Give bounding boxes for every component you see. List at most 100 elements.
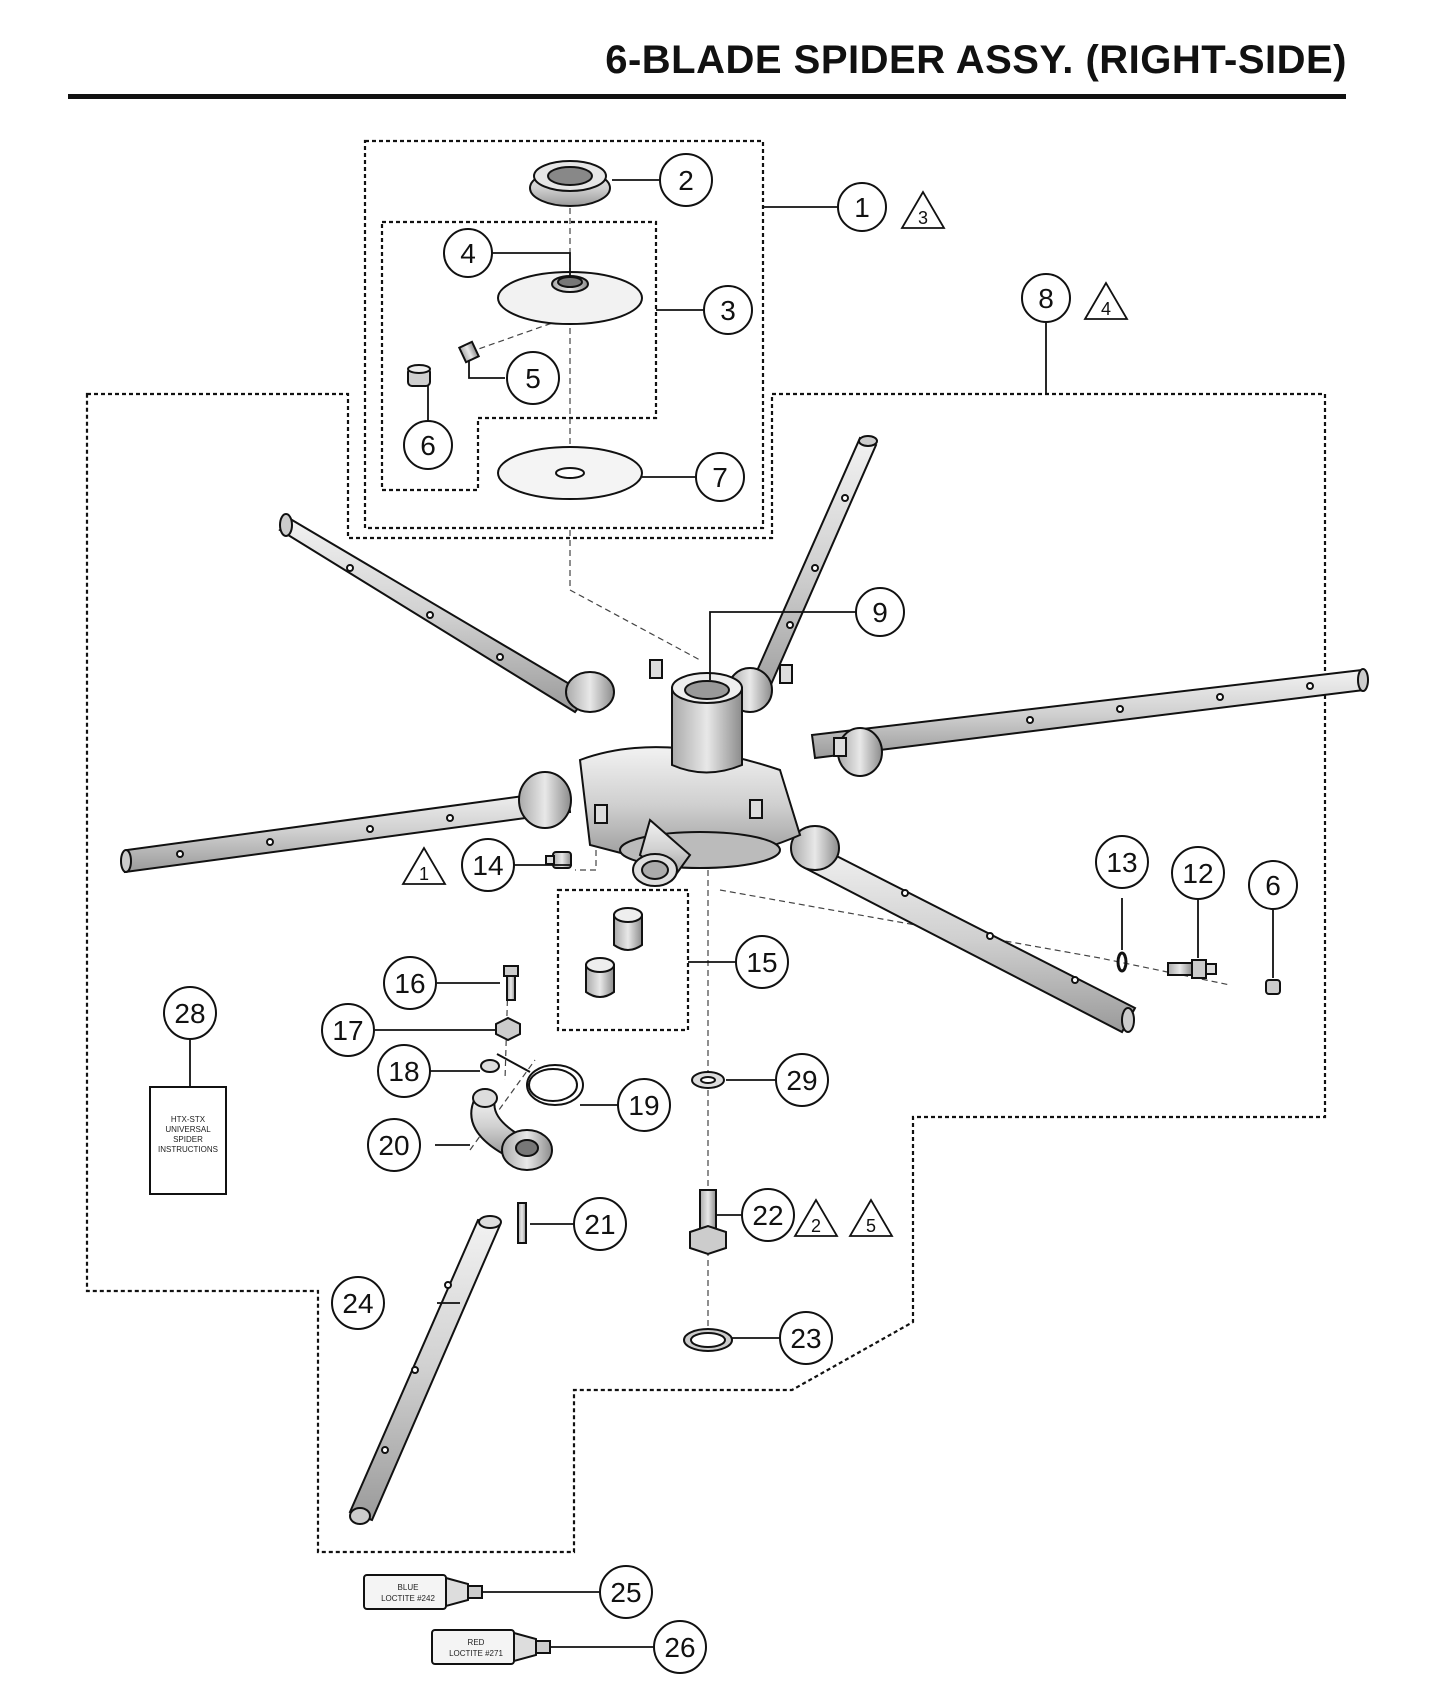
callout-28: 28 bbox=[163, 986, 217, 1040]
callout-23: 23 bbox=[779, 1311, 833, 1365]
callout-6-top: 6 bbox=[403, 420, 453, 470]
group-box-8 bbox=[85, 392, 1327, 1554]
bolt-part-16 bbox=[503, 965, 519, 1001]
clamp-ul bbox=[565, 671, 615, 713]
warning-triangles: 3 4 1 2 5 bbox=[401, 190, 1129, 1237]
instructions-booklet: HTX-STX UNIVERSAL SPIDER INSTRUCTIONS bbox=[149, 1086, 227, 1195]
arm-upper-left bbox=[278, 518, 590, 714]
blue-tube-line-1: BLUE bbox=[398, 1583, 419, 1592]
callout-20: 20 bbox=[367, 1118, 421, 1172]
pin-part-21 bbox=[517, 1202, 527, 1244]
red-tube-line-1: RED bbox=[468, 1638, 485, 1647]
svg-text:2: 2 bbox=[678, 165, 694, 196]
ring-part-23 bbox=[683, 1328, 733, 1352]
group-box-15 bbox=[556, 888, 690, 1032]
svg-text:6: 6 bbox=[420, 430, 436, 461]
svg-text:23: 23 bbox=[790, 1323, 821, 1354]
red-loctite-tube: RED LOCTITE #271 bbox=[431, 1629, 551, 1665]
group-boundaries bbox=[85, 139, 1327, 1554]
callout-9: 9 bbox=[855, 587, 905, 637]
group-box-3 bbox=[380, 220, 658, 492]
svg-text:28: 28 bbox=[174, 998, 205, 1029]
callout-8: 8 bbox=[1021, 273, 1071, 323]
callout-12: 12 bbox=[1171, 846, 1225, 900]
svg-text:3: 3 bbox=[720, 295, 736, 326]
svg-text:14: 14 bbox=[472, 850, 503, 881]
oring-part-13 bbox=[1116, 951, 1128, 973]
svg-text:18: 18 bbox=[388, 1056, 419, 1087]
fitting-part-5 bbox=[457, 340, 481, 364]
svg-text:9: 9 bbox=[872, 597, 888, 628]
svg-text:12: 12 bbox=[1182, 858, 1213, 889]
clamp-l bbox=[518, 771, 572, 829]
callout-25: 25 bbox=[599, 1565, 653, 1619]
svg-text:15: 15 bbox=[746, 947, 777, 978]
instructions-line-2: UNIVERSAL bbox=[165, 1125, 211, 1134]
red-tube-line-2: LOCTITE #271 bbox=[449, 1649, 503, 1658]
svg-text:26: 26 bbox=[664, 1632, 695, 1663]
title-rule bbox=[68, 94, 1346, 99]
callout-19: 19 bbox=[617, 1078, 671, 1132]
svg-text:4: 4 bbox=[460, 238, 476, 269]
callout-24: 24 bbox=[331, 1276, 385, 1330]
instructions-line-3: SPIDER bbox=[173, 1135, 203, 1144]
svg-text:19: 19 bbox=[628, 1090, 659, 1121]
svg-text:29: 29 bbox=[786, 1065, 817, 1096]
svg-text:4: 4 bbox=[1101, 299, 1111, 319]
instructions-line-4: INSTRUCTIONS bbox=[158, 1145, 218, 1154]
warning-5-icon: 5 bbox=[848, 1198, 894, 1237]
svg-text:5: 5 bbox=[866, 1216, 876, 1236]
svg-text:22: 22 bbox=[752, 1200, 783, 1231]
spider-frame bbox=[120, 435, 1369, 1034]
callout-5: 5 bbox=[506, 351, 560, 405]
cap-part-6-right bbox=[1265, 979, 1281, 995]
fitting-part-12 bbox=[1167, 959, 1217, 979]
svg-text:17: 17 bbox=[332, 1015, 363, 1046]
warning-3-icon: 3 bbox=[900, 190, 946, 229]
nut-part-17 bbox=[495, 1016, 521, 1042]
callout-4: 4 bbox=[443, 228, 493, 278]
washer-part-18 bbox=[480, 1059, 500, 1073]
callout-3: 3 bbox=[703, 285, 753, 335]
warning-2-icon: 2 bbox=[793, 1198, 839, 1237]
callout-2: 2 bbox=[659, 153, 713, 207]
callout-1: 1 bbox=[837, 182, 887, 232]
leader-lines bbox=[189, 179, 1274, 1648]
callout-15: 15 bbox=[735, 935, 789, 989]
svg-text:3: 3 bbox=[918, 208, 928, 228]
svg-text:5: 5 bbox=[525, 363, 541, 394]
gasket-part-7 bbox=[497, 446, 643, 500]
svg-text:25: 25 bbox=[610, 1577, 641, 1608]
bolt-part-22 bbox=[689, 1189, 727, 1256]
callout-21: 21 bbox=[573, 1197, 627, 1251]
callout-18: 18 bbox=[377, 1044, 431, 1098]
clamp-lr bbox=[790, 825, 840, 871]
svg-text:7: 7 bbox=[712, 462, 728, 493]
svg-text:2: 2 bbox=[811, 1216, 821, 1236]
hub-tube bbox=[671, 687, 743, 774]
callout-13: 13 bbox=[1095, 835, 1149, 889]
washer-part-29 bbox=[691, 1071, 725, 1089]
spring-part-19 bbox=[496, 1053, 584, 1106]
svg-text:6: 6 bbox=[1265, 870, 1281, 901]
bracket-part-20 bbox=[470, 1088, 553, 1171]
blue-loctite-tube: BLUE LOCTITE #242 bbox=[363, 1574, 483, 1610]
cap-part-6-top bbox=[407, 364, 431, 387]
svg-text:1: 1 bbox=[854, 192, 870, 223]
seal-part-2 bbox=[529, 160, 611, 207]
svg-text:20: 20 bbox=[378, 1130, 409, 1161]
blade-arm-part-24 bbox=[348, 1215, 502, 1525]
callout-6-right: 6 bbox=[1248, 860, 1298, 910]
group-box-1 bbox=[363, 139, 765, 530]
blue-tube-line-2: LOCTITE #242 bbox=[381, 1594, 435, 1603]
svg-text:8: 8 bbox=[1038, 283, 1054, 314]
svg-text:24: 24 bbox=[342, 1288, 373, 1319]
plate-part-3 bbox=[497, 271, 643, 325]
warning-1-icon: 1 bbox=[401, 846, 447, 885]
bushing-part-15 bbox=[585, 907, 643, 998]
warning-4-icon: 4 bbox=[1083, 281, 1129, 320]
svg-text:21: 21 bbox=[584, 1209, 615, 1240]
callouts: 1 2 3 4 5 6 7 8 9 12 13 6 14 15 16 17 18… bbox=[163, 153, 1298, 1674]
callout-22: 22 bbox=[741, 1188, 795, 1242]
callout-14: 14 bbox=[461, 838, 515, 892]
